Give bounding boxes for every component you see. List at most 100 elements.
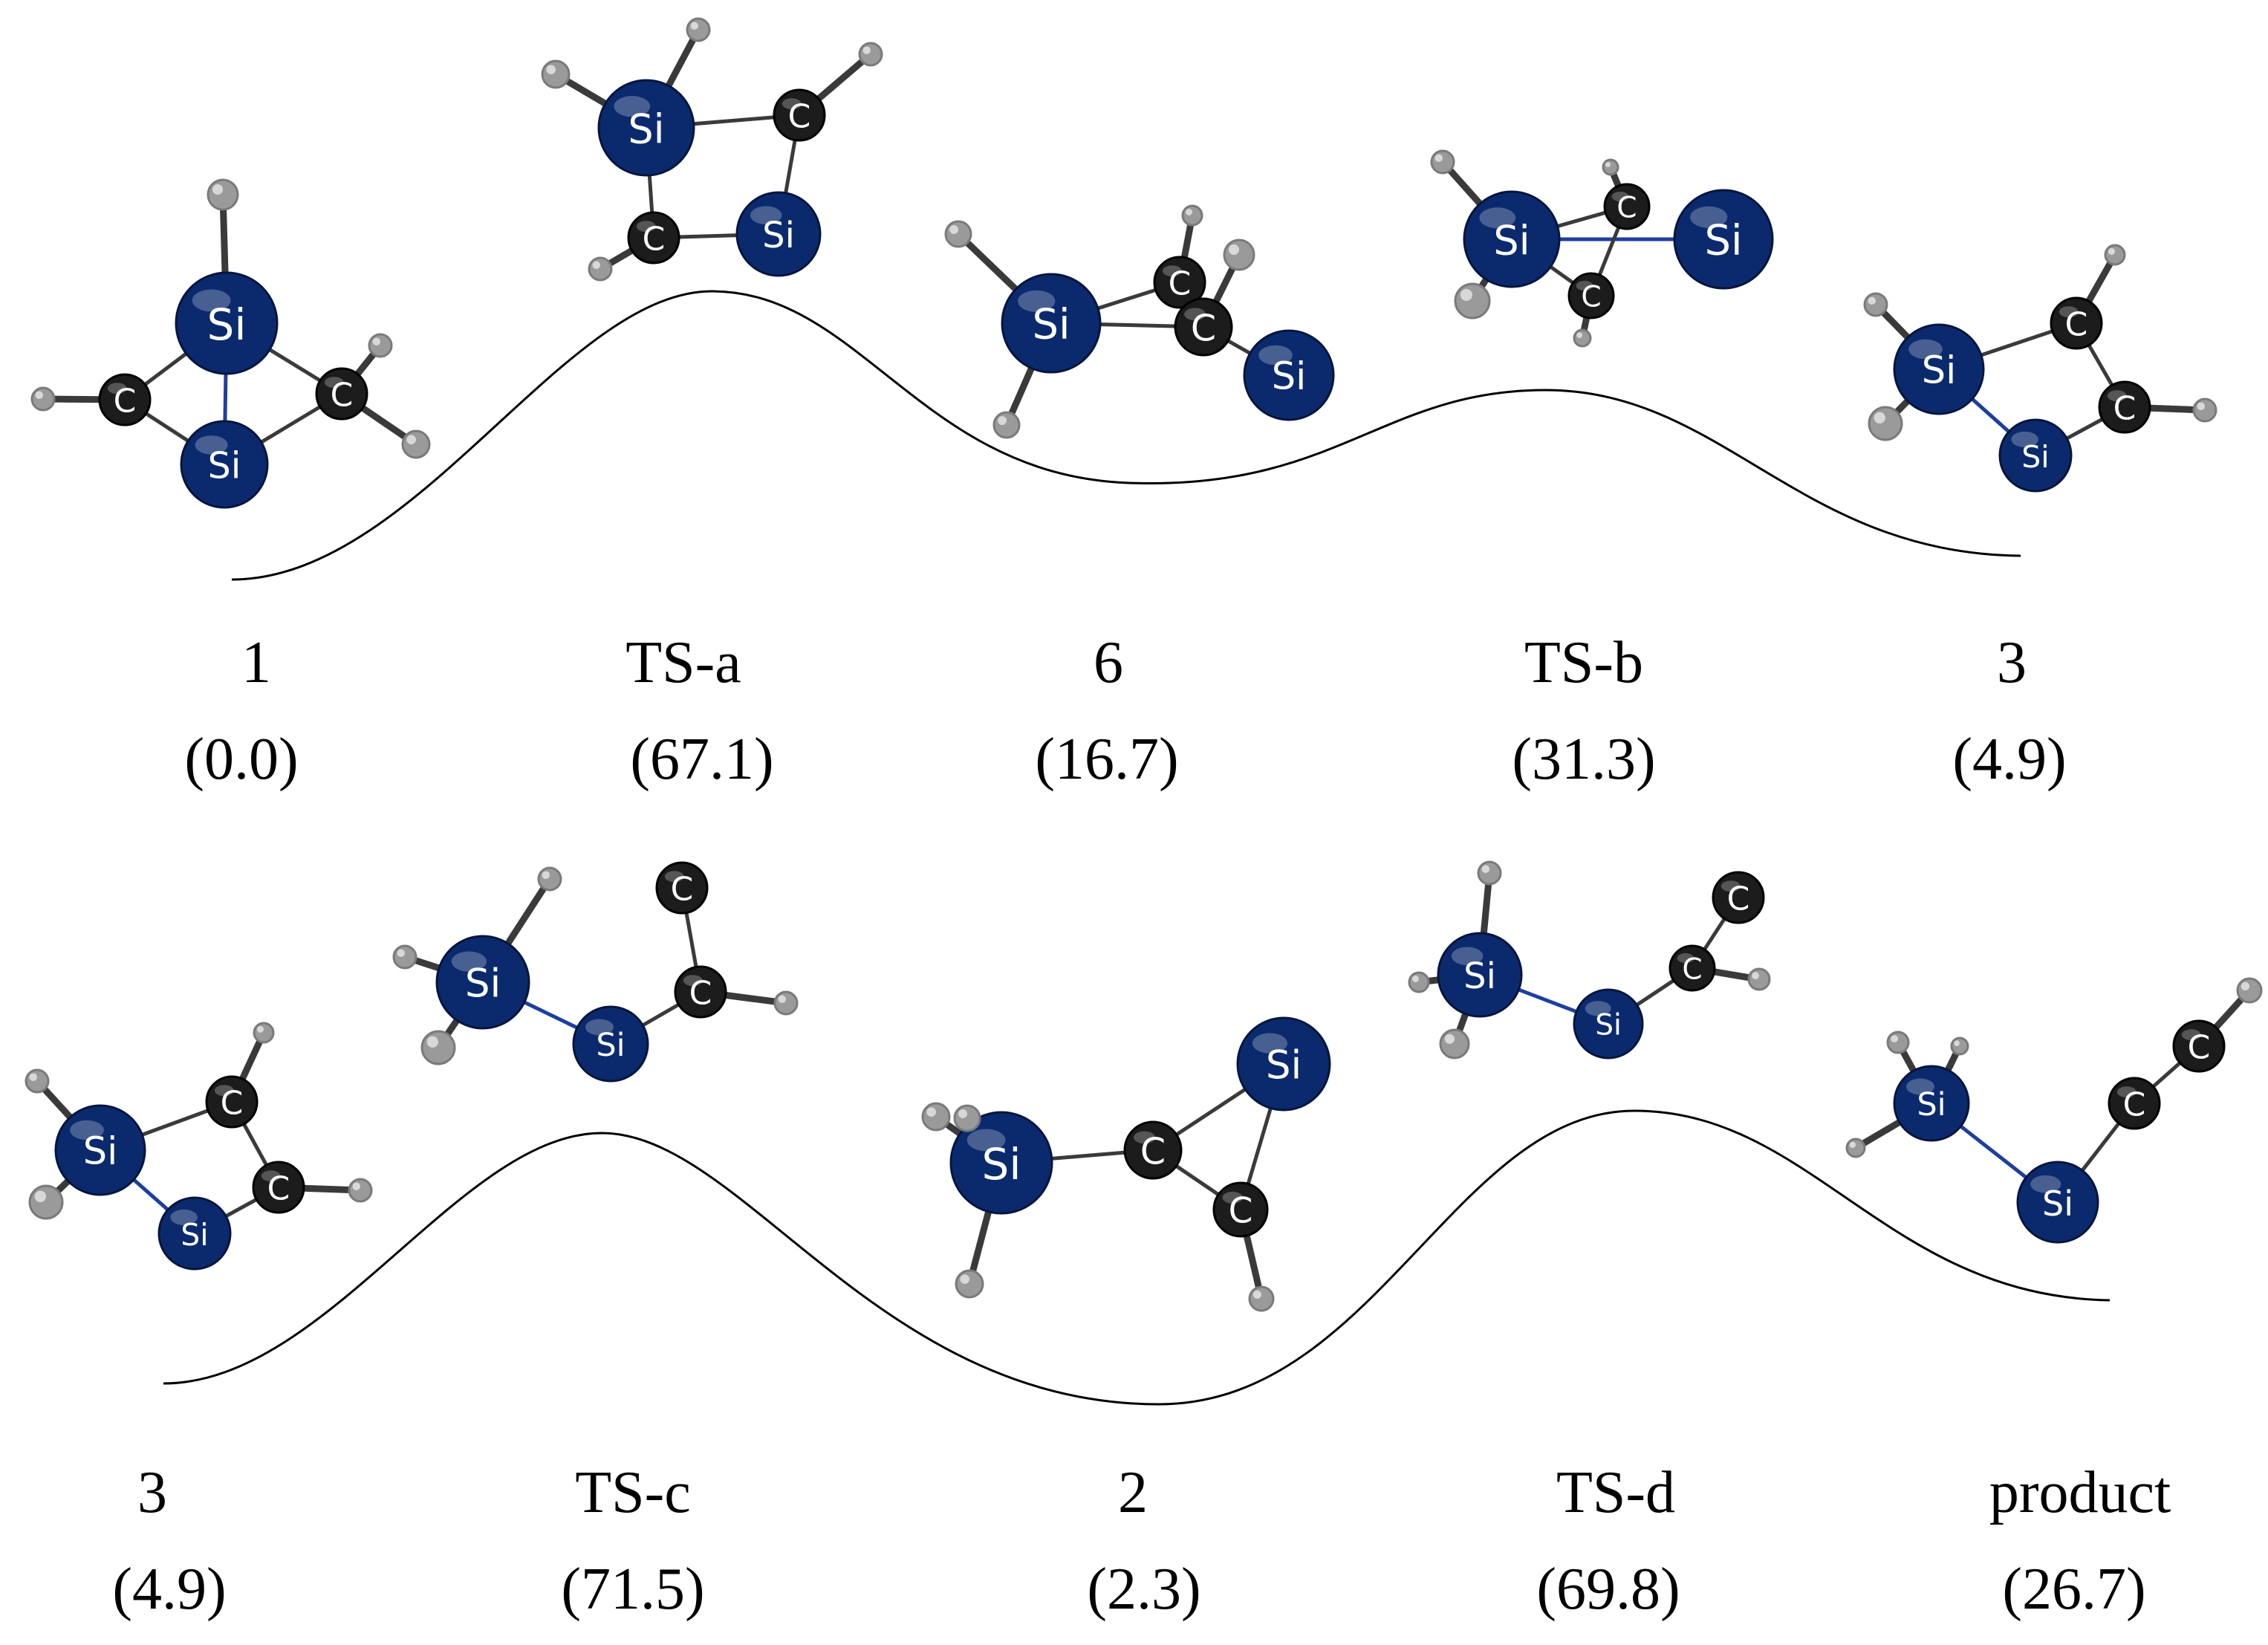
atom-highlight bbox=[966, 1129, 1006, 1152]
silicon-atom bbox=[180, 420, 269, 509]
carbon-atom-label: C bbox=[788, 98, 811, 136]
hydrogen-atom bbox=[207, 178, 239, 211]
hydrogen-highlight bbox=[372, 337, 380, 345]
hydrogen-atom bbox=[401, 429, 431, 459]
carbon-atom bbox=[2108, 1077, 2161, 1130]
hydrogen-highlight bbox=[778, 995, 786, 1003]
species-energy: (26.7) bbox=[2002, 1557, 2145, 1622]
silicon-atom-label: Si bbox=[1917, 1086, 1946, 1123]
atom-highlight bbox=[1585, 1001, 1611, 1016]
atom-highlight bbox=[451, 951, 487, 972]
silicon-atom bbox=[157, 1196, 232, 1271]
hydrogen-atom bbox=[921, 1102, 951, 1132]
hydrogen-atom bbox=[1430, 149, 1455, 175]
silicon-atom bbox=[735, 191, 822, 277]
atom-highlight bbox=[70, 1120, 104, 1141]
atom-highlight bbox=[2030, 1175, 2061, 1193]
atom-highlight bbox=[107, 383, 127, 395]
hydrogen-highlight bbox=[1868, 296, 1876, 305]
silicon-atom-label: Si bbox=[207, 299, 247, 350]
hydrogen-atom bbox=[955, 1269, 984, 1299]
carbon-atom bbox=[205, 1075, 259, 1129]
silicon-atom bbox=[1573, 988, 1644, 1060]
hydrogen-highlight bbox=[1229, 244, 1239, 255]
energy-profile-curve-row2 bbox=[163, 1109, 2111, 1406]
silicon-atom bbox=[1236, 1016, 1331, 1112]
hydrogen-atom bbox=[1747, 967, 1771, 991]
hydrogen-highlight bbox=[1874, 412, 1885, 424]
hydrogen-atom bbox=[1223, 239, 1255, 271]
hydrogen-highlight bbox=[958, 1109, 968, 1119]
silicon-atom-label: Si bbox=[2021, 439, 2049, 475]
atom-highlight bbox=[1222, 1191, 1243, 1204]
hydrogen-highlight bbox=[1460, 288, 1472, 302]
carbon-atom-label: C bbox=[1169, 265, 1192, 303]
atom-highlight bbox=[261, 1170, 281, 1182]
atom-highlight bbox=[1258, 345, 1293, 366]
atom-highlight bbox=[2116, 1086, 2137, 1098]
hydrogen-highlight bbox=[1434, 154, 1443, 162]
species-energy: (16.7) bbox=[1035, 727, 1178, 792]
hydrogen-atom bbox=[537, 866, 562, 892]
hydrogen-atom bbox=[368, 333, 393, 358]
hydrogen-highlight bbox=[1185, 208, 1192, 216]
silicon-atom bbox=[175, 271, 279, 375]
atom-highlight bbox=[750, 206, 782, 225]
carbon-atom bbox=[674, 965, 727, 1019]
carbon-atom bbox=[2050, 296, 2103, 350]
hydrogen-atom bbox=[420, 1030, 456, 1065]
carbon-atom-label: C bbox=[1727, 880, 1750, 918]
hydrogen-highlight bbox=[34, 1190, 46, 1203]
species-energy: (71.5) bbox=[561, 1557, 704, 1622]
atom-highlight bbox=[2181, 1029, 2201, 1041]
silicon-atom-label: Si bbox=[1704, 217, 1742, 265]
silicon-atom-label: Si bbox=[1595, 1009, 1622, 1042]
carbon-atom-label: C bbox=[2113, 390, 2137, 428]
species-name: 3 bbox=[1997, 630, 2027, 695]
hydrogen-highlight bbox=[1954, 1040, 1960, 1046]
carbon-atom-label: C bbox=[267, 1170, 290, 1208]
species-name: product bbox=[1989, 1460, 2171, 1525]
silicon-atom bbox=[1001, 273, 1102, 374]
carbon-atom bbox=[1212, 1181, 1269, 1238]
atom-highlight bbox=[1479, 207, 1516, 229]
hydrogen-highlight bbox=[1576, 332, 1582, 338]
species-name: TS-b bbox=[1524, 630, 1643, 695]
silicon-atom-label: Si bbox=[982, 1139, 1021, 1190]
carbon-atom bbox=[98, 373, 152, 426]
hydrogen-atom bbox=[588, 256, 613, 282]
atom-highlight bbox=[585, 1019, 614, 1036]
hydrogen-atom bbox=[1454, 282, 1491, 319]
hydrogen-atom bbox=[1181, 204, 1203, 227]
silicon-atom bbox=[572, 1005, 649, 1083]
hydrogen-atom bbox=[1439, 1028, 1470, 1060]
hydrogen-highlight bbox=[1891, 1035, 1899, 1042]
atom-highlight bbox=[1576, 280, 1593, 291]
hydrogen-atom bbox=[1845, 1138, 1866, 1158]
species-name: 6 bbox=[1094, 630, 1123, 695]
hydrogen-atom bbox=[25, 1068, 50, 1094]
carbon-atom bbox=[1603, 183, 1651, 230]
hydrogen-atom bbox=[2104, 244, 2126, 266]
silicon-atom bbox=[1437, 932, 1523, 1018]
atom-highlight bbox=[1018, 290, 1056, 312]
silicon-atom-label: Si bbox=[181, 1217, 208, 1253]
hydrogen-highlight bbox=[212, 184, 223, 195]
silicon-atom-label: Si bbox=[1922, 349, 1957, 393]
hydrogen-highlight bbox=[426, 1036, 438, 1048]
atom-highlight bbox=[1252, 1033, 1287, 1054]
carbon-atom bbox=[315, 367, 368, 421]
carbon-atom-label: C bbox=[689, 975, 712, 1013]
species-name: 1 bbox=[241, 630, 271, 695]
carbon-atom-label: C bbox=[2188, 1029, 2211, 1067]
silicon-atom bbox=[1673, 189, 1774, 290]
atom-highlight bbox=[1451, 947, 1484, 966]
silicon-atom bbox=[949, 1111, 1053, 1215]
